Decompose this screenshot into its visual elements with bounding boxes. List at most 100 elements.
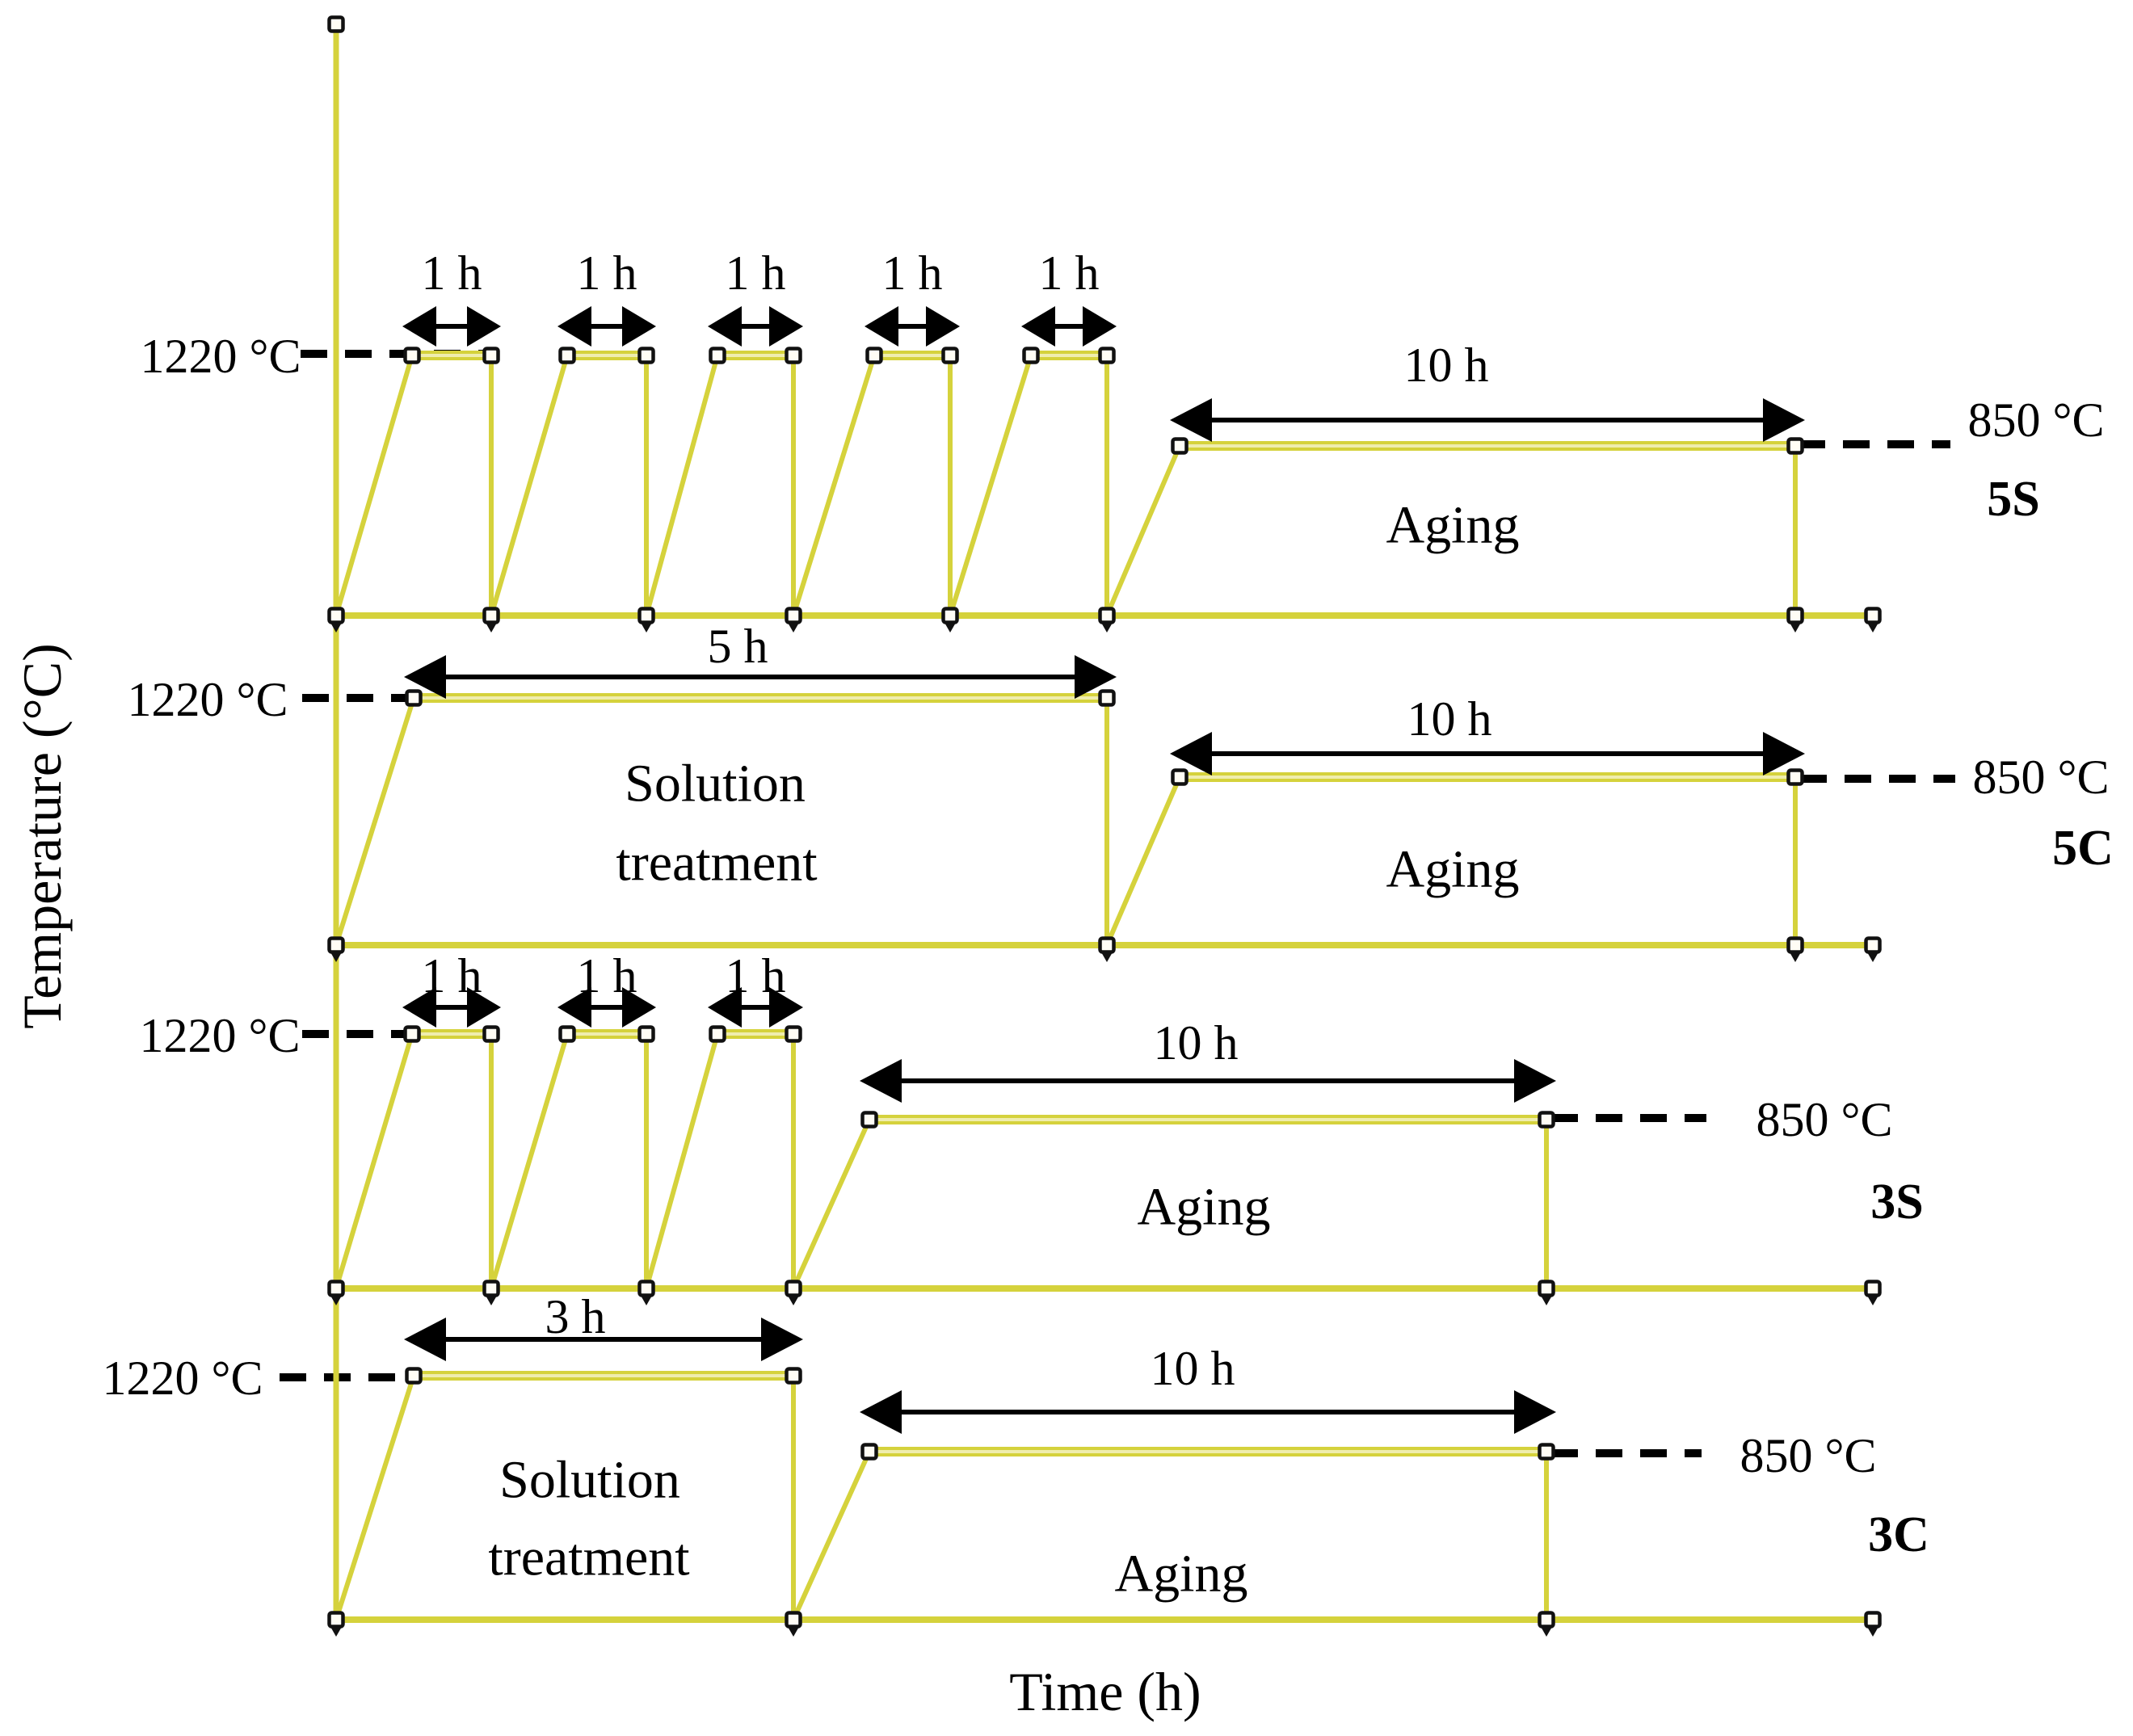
marker-tail (1866, 1625, 1879, 1637)
arrowhead-left (1170, 398, 1212, 442)
profile-segment-3S (791, 1118, 872, 1290)
vertex-marker (1786, 437, 1804, 455)
marker-tail (1100, 621, 1113, 633)
temp-annotation-3S: 850 °C (1756, 1093, 1892, 1146)
marker-tail (330, 621, 343, 633)
vertex-marker (1864, 1611, 1882, 1629)
phase-annotation-5C: treatment (616, 834, 817, 893)
profile-segment-5S (644, 355, 720, 616)
arrowhead-right (1514, 1059, 1556, 1103)
vertex-marker (1864, 607, 1882, 624)
vertex-marker (709, 347, 726, 364)
arrowhead-right (622, 306, 656, 347)
y-axis-label: Temperature (°C) (11, 643, 73, 1028)
vertex-marker (1022, 347, 1040, 364)
vertex-marker (785, 347, 802, 364)
arrowhead-right (761, 1318, 803, 1361)
vertex-marker (1786, 768, 1804, 786)
vertex-marker (1098, 936, 1116, 954)
vertex-marker (558, 1025, 576, 1043)
arrowhead-left (708, 987, 742, 1028)
arrowhead-left (860, 1059, 902, 1103)
marker-tail (1100, 951, 1113, 962)
arrowhead-right (926, 306, 960, 347)
arrowhead-left (557, 306, 591, 347)
profile-segment-5S (1104, 444, 1182, 617)
arrowhead-right (1083, 306, 1117, 347)
vertex-marker (405, 1367, 423, 1385)
temp-annotation-5S: 1220 °C (140, 330, 301, 383)
marker-tail (787, 1294, 800, 1305)
phase-annotation-3C: treatment (488, 1528, 689, 1587)
panel-label-5C: 5C (2052, 821, 2114, 876)
arrowhead-left (1021, 306, 1055, 347)
profile-segment-3C (791, 1450, 872, 1621)
temp-annotation-5C: 850 °C (1972, 750, 2109, 804)
marker-tail (640, 621, 653, 633)
vertex-marker (403, 1025, 421, 1043)
vertex-marker (327, 936, 345, 954)
marker-tail (1866, 951, 1879, 962)
profile-segment-5S (489, 355, 570, 616)
profile-segment-5S (948, 355, 1033, 616)
duration-annotation-5S: 1 h (726, 246, 786, 300)
arrowhead-right (769, 306, 803, 347)
duration-annotation-5S: 10 h (1404, 338, 1489, 392)
arrowhead-right (1763, 398, 1805, 442)
marker-tail (1540, 1625, 1553, 1637)
arrowhead-right (1514, 1390, 1556, 1434)
vertex-marker (860, 1111, 878, 1129)
duration-annotation-5S: 1 h (422, 246, 482, 300)
vertex-marker (1538, 1111, 1555, 1129)
panel-label-3C: 3C (1868, 1507, 1929, 1562)
vertex-marker (785, 1367, 802, 1385)
duration-annotation-5S: 1 h (577, 246, 637, 300)
vertex-marker (327, 15, 345, 33)
arrowhead-right (467, 306, 501, 347)
profile-segment-3S (644, 1033, 720, 1289)
phase-annotation-3C: Solution (499, 1451, 680, 1510)
vertex-marker (785, 1025, 802, 1043)
profile-segment-3S (334, 1033, 414, 1289)
vertex-marker (327, 1280, 345, 1297)
marker-tail (787, 621, 800, 633)
phase-annotation-3C: Aging (1115, 1545, 1248, 1604)
arrowhead-left (708, 306, 742, 347)
marker-tail (787, 1625, 800, 1637)
duration-annotation-3C: 10 h (1151, 1342, 1235, 1395)
vertex-marker (482, 1025, 500, 1043)
duration-annotation-3C: 3 h (545, 1290, 606, 1343)
vertex-marker (1098, 607, 1116, 624)
duration-annotation-3S: 1 h (577, 949, 637, 1003)
vertex-marker (637, 347, 655, 364)
arrowhead-right (769, 987, 803, 1028)
vertex-marker (405, 689, 423, 707)
vertex-marker (558, 347, 576, 364)
vertex-marker (1098, 689, 1116, 707)
duration-annotation-3S: 1 h (422, 949, 482, 1003)
marker-tail (640, 1294, 653, 1305)
profile-segment-3C (334, 1375, 416, 1620)
panel-label-3S: 3S (1870, 1175, 1923, 1229)
vertex-marker (637, 607, 655, 624)
vertex-marker (785, 607, 802, 624)
arrowhead-right (1763, 732, 1805, 776)
duration-annotation-5C: 10 h (1407, 692, 1492, 746)
duration-annotation-5S: 1 h (1039, 246, 1100, 300)
duration-annotation-3S: 10 h (1154, 1016, 1239, 1070)
vertex-marker (327, 1611, 345, 1629)
vertex-marker (403, 347, 421, 364)
vertex-marker (637, 1025, 655, 1043)
arrowhead-left (557, 987, 591, 1028)
temp-annotation-5S: 850 °C (1967, 393, 2104, 447)
vertex-marker (865, 347, 883, 364)
phase-annotation-5C: Solution (625, 755, 806, 813)
vertex-marker (1171, 768, 1189, 786)
temp-annotation-3C: 850 °C (1740, 1429, 1876, 1482)
vertex-marker (482, 347, 500, 364)
duration-annotation-5C: 5 h (708, 620, 768, 673)
temp-annotation-5C: 1220 °C (127, 673, 288, 726)
phase-annotation-5S: Aging (1386, 496, 1520, 555)
profile-segment-5S (334, 355, 414, 616)
vertex-marker (1786, 607, 1804, 624)
